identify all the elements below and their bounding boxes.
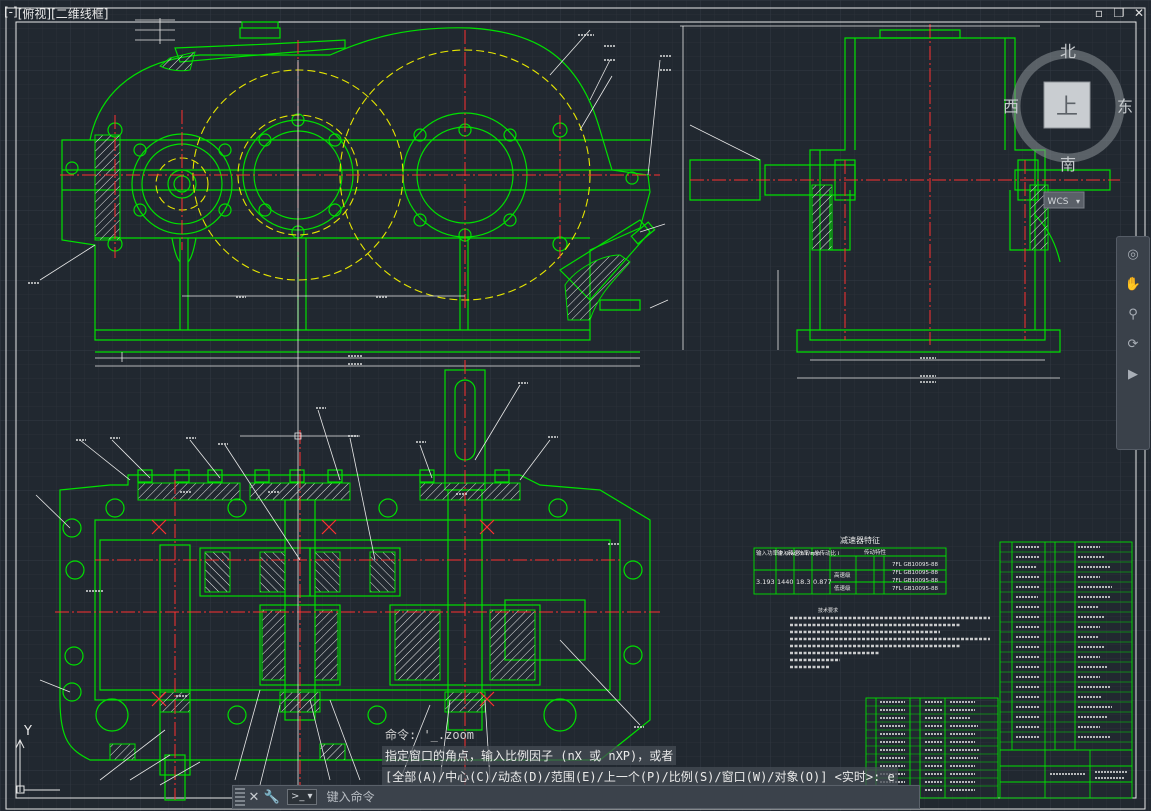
spec-row-high: 高速级 — [834, 571, 851, 579]
ucs-y-label: Y — [23, 724, 32, 739]
orbit-icon[interactable]: ⟳ — [1127, 337, 1139, 352]
spec-grade-2: 7FL GB10095-88 — [892, 570, 938, 576]
spec-table-title: 减速器特征 — [840, 535, 880, 545]
wcs-button[interactable] — [1043, 191, 1085, 209]
command-history-line-1: 命令: '_.zoom — [385, 728, 475, 742]
parts-list-rows — [866, 551, 1132, 787]
wcs-dropdown-icon: ▾ — [1076, 197, 1080, 206]
wcs-label: WCS — [1048, 197, 1069, 207]
tech-requirements — [790, 616, 990, 669]
parts-list — [865, 541, 1133, 799]
tech-title: 技术要求 — [818, 607, 838, 614]
viewport-controls: [-] [俯视] [二维线框] — [4, 5, 108, 22]
command-prompt-icon[interactable]: >_ ▾ — [287, 789, 317, 805]
spec-grade-4: 7FL GB10095-88 — [892, 586, 938, 592]
showmotion-icon[interactable]: ▶ — [1128, 367, 1138, 382]
spec-grade-3: 7FL GB10095-88 — [892, 578, 938, 584]
restore-icon[interactable]: ❐ — [1113, 6, 1125, 20]
spec-table — [753, 547, 947, 595]
command-input[interactable] — [324, 789, 849, 805]
customize-wrench-icon[interactable]: 🔧 — [263, 789, 281, 805]
pan-icon[interactable]: ✋ — [1124, 277, 1142, 292]
command-history-line-2: 指定窗口的角点，输入比例因子 (nX 或 nXP)，或者 — [382, 746, 677, 765]
viewcube-top-face[interactable] — [1043, 81, 1091, 129]
viewcube-compass-ring — [1011, 49, 1125, 163]
command-line-grip[interactable] — [235, 788, 245, 806]
spec-row-low: 低速级 — [834, 584, 851, 592]
compass-north: 北 — [1060, 42, 1076, 61]
viewcube[interactable]: 上 北 南 西 东 WCS ▾ — [1000, 32, 1136, 212]
spec-header-efficiency: 效率 η — [798, 549, 815, 557]
compass-east: 东 — [1117, 97, 1133, 116]
spec-value-speed: 1440 — [777, 578, 794, 586]
spec-value-ratio: 18.3 — [796, 578, 810, 586]
navigation-bar: ◎ ✋ ⚲ ⟳ ▶ — [1116, 236, 1150, 450]
close-icon[interactable]: ✕ — [1133, 6, 1145, 20]
close-icon[interactable]: ✕ — [248, 789, 260, 805]
compass-south: 南 — [1060, 155, 1076, 174]
zoom-icon[interactable]: ⚲ — [1128, 307, 1138, 322]
visual-style-button[interactable]: [二维线框] — [51, 7, 109, 21]
spec-header-traits: 传动特性 — [864, 548, 887, 556]
ucs-icon — [15, 738, 60, 794]
steering-wheel-icon[interactable]: ◎ — [1127, 247, 1139, 262]
compass-west: 西 — [1003, 97, 1019, 116]
spec-value-power: 3.193 — [756, 578, 775, 586]
viewport-menu-button[interactable]: [-] — [4, 5, 18, 19]
spec-grade-1: 7FL GB10095-88 — [892, 562, 938, 568]
spec-value-efficiency: 0.877 — [813, 578, 832, 586]
viewport-window-controls: ▫ ❐ ✕ — [1093, 6, 1145, 20]
command-line: ✕ 🔧 >_ ▾ — [232, 785, 920, 809]
view-preset-button[interactable]: [俯视] — [17, 7, 52, 21]
spec-header-power: 输入功率 P (kw) — [756, 549, 797, 557]
spec-header-ratio: 总传动比 i — [814, 549, 840, 557]
side-view — [689, 29, 1111, 353]
spec-header-speed: 输入转速 n r/min — [777, 549, 821, 557]
viewcube-top-label: 上 — [1056, 95, 1078, 120]
parts-list-text — [880, 546, 1128, 791]
minimize-icon[interactable]: ▫ — [1094, 6, 1104, 20]
command-history-line-3: [全部(A)/中心(C)/动态(D)/范围(E)/上一个(P)/比例(S)/窗口… — [382, 767, 898, 786]
command-history: 命令: '_.zoom 指定窗口的角点，输入比例因子 (nX 或 nXP)，或者… — [382, 725, 898, 788]
